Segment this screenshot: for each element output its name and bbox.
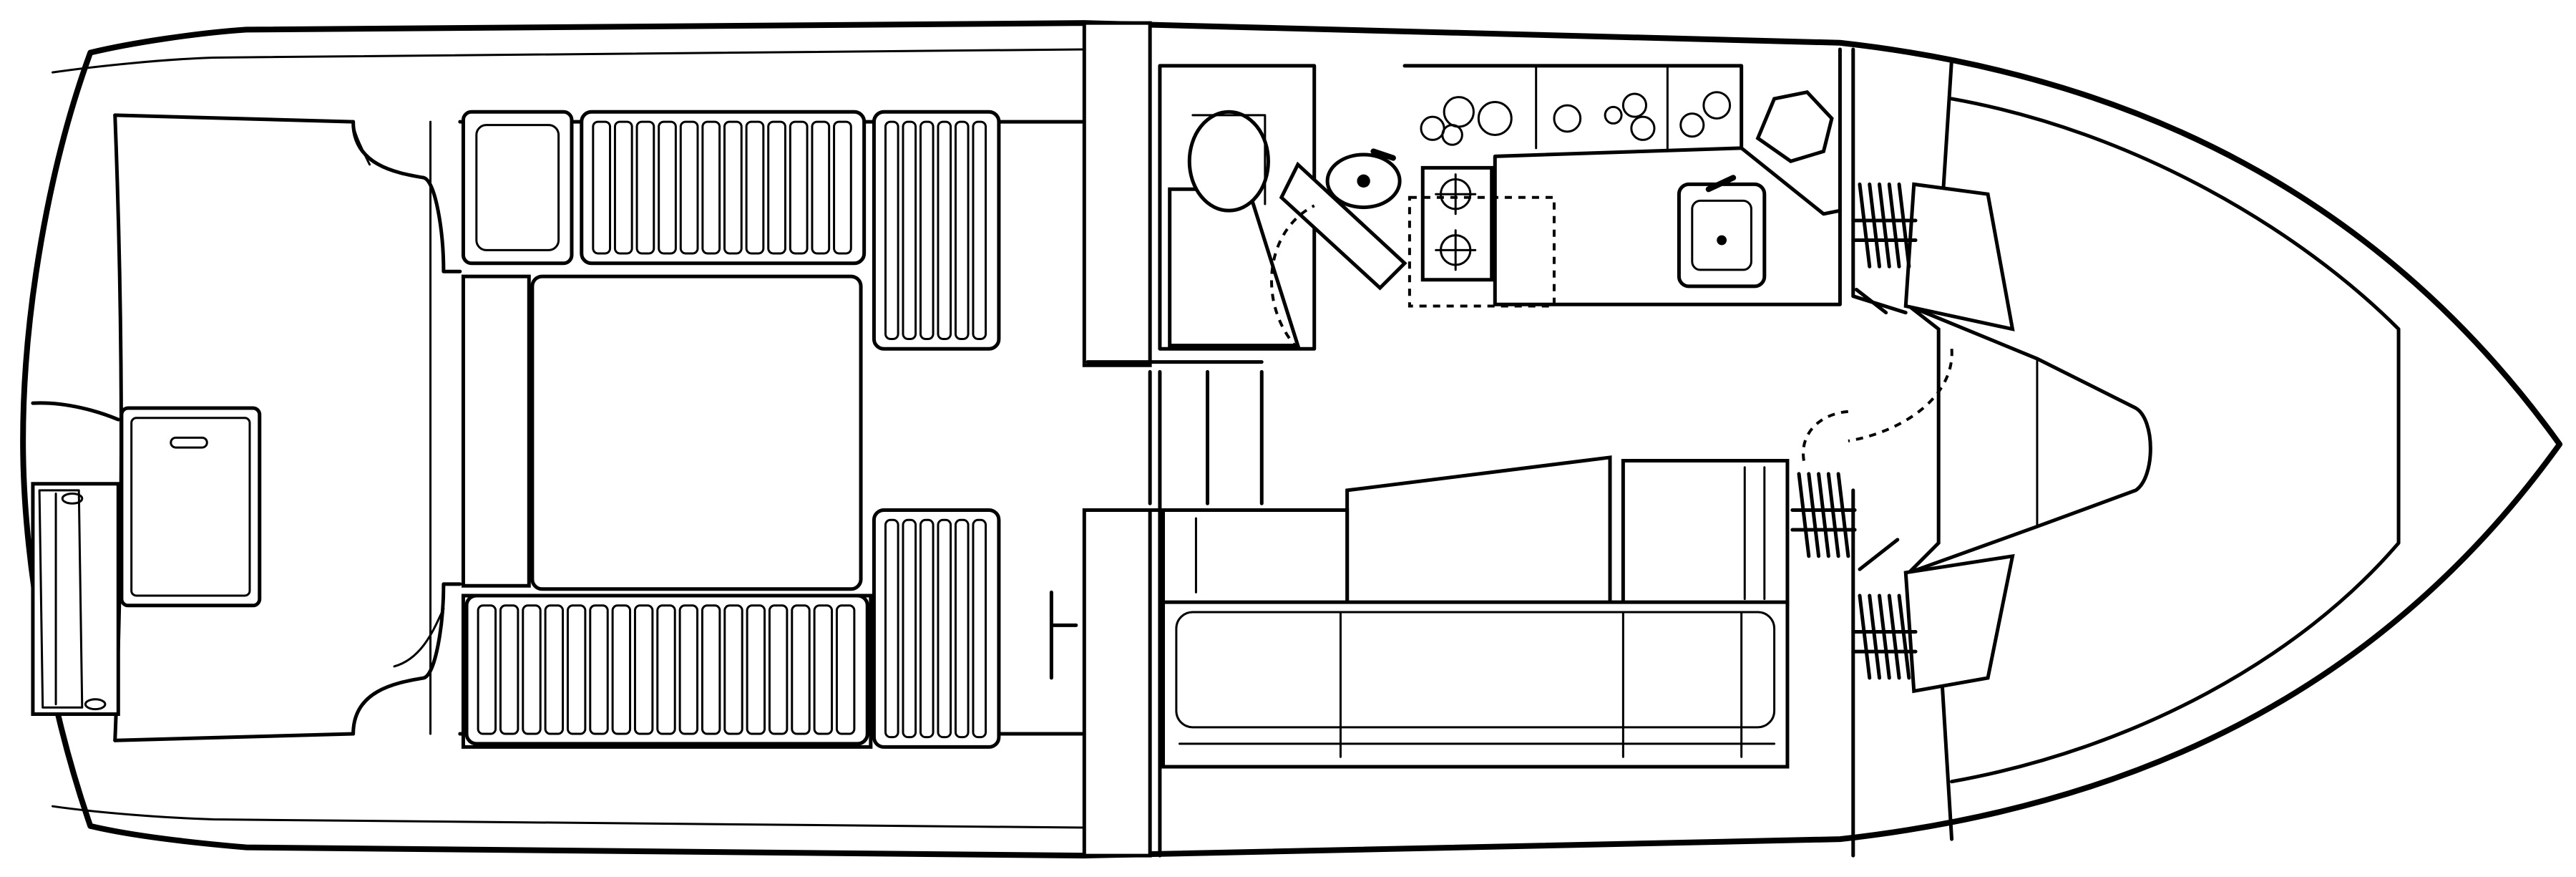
slatted-seat-starboard-side — [874, 510, 998, 747]
cockpit-bench — [463, 276, 529, 586]
seat-slat — [920, 122, 933, 339]
seat-slat — [792, 606, 809, 734]
seat-slat — [703, 122, 720, 253]
v-berth-pillow-port — [1906, 184, 2012, 329]
seat-slat — [790, 122, 807, 253]
seat-slat — [747, 606, 764, 734]
salon-settee — [1163, 602, 1787, 767]
toilet-icon — [1189, 112, 1268, 210]
seat-slat — [545, 606, 562, 734]
galley — [1405, 49, 1840, 306]
cockpit-seat-aft-port — [463, 112, 572, 263]
v-berth-outer — [1952, 99, 2399, 782]
settee-aft-section — [1163, 510, 1347, 605]
seat-slat — [593, 122, 610, 253]
galley-counter-icons — [1421, 92, 1730, 145]
engine-hatch — [122, 408, 260, 606]
main-bulkhead — [1051, 23, 1262, 856]
seat-slat — [903, 520, 916, 737]
seat-slat — [938, 520, 951, 737]
salon-table — [1347, 457, 1610, 612]
slatted-seat-aft-port — [582, 112, 864, 263]
seat-slat — [725, 122, 742, 253]
hanging-locker-port — [1853, 184, 1916, 266]
companionway-steps — [1088, 362, 1262, 510]
seat-slat — [886, 122, 899, 339]
seat-slat — [590, 606, 608, 734]
seat-slat — [702, 606, 719, 734]
slatted-seats — [467, 112, 999, 747]
stove-icon — [1423, 168, 1491, 279]
seat-slat — [903, 122, 916, 339]
slatted-seat-aft-starboard — [467, 596, 867, 744]
forward-cabin — [1803, 49, 2399, 856]
v-berth-pillow-starboard — [1906, 556, 2012, 691]
seat-slat — [658, 606, 675, 734]
seat-slat — [567, 606, 585, 734]
cockpit-table — [532, 276, 861, 589]
head-counter — [1170, 189, 1298, 345]
seat-slat — [812, 122, 829, 253]
aft-starboard-coaming — [353, 584, 460, 734]
seat-slat — [725, 606, 742, 734]
seat-slat — [478, 606, 495, 734]
seat-slat — [938, 122, 951, 339]
salon — [1160, 372, 1787, 856]
seat-slat — [973, 122, 986, 339]
seat-slat — [500, 606, 517, 734]
v-berth-cushion — [1909, 306, 2151, 572]
seat-slat — [955, 122, 968, 339]
hanging-locker-starboard — [1853, 596, 1916, 678]
seat-slat — [680, 122, 698, 253]
hanging-locker-mid — [1792, 474, 1855, 556]
forward-door-swing-1 — [1848, 349, 1952, 441]
settee-forward-section — [1623, 461, 1787, 606]
seat-slat — [615, 122, 632, 253]
seat-slat — [613, 606, 630, 734]
seat-slat — [746, 122, 763, 253]
seat-slat — [834, 122, 852, 253]
transom-locker — [33, 484, 118, 714]
seat-slat — [635, 606, 652, 734]
seat-slat — [814, 606, 831, 734]
seat-slat — [920, 520, 933, 737]
head-door-swing — [1272, 205, 1314, 349]
seat-slat — [659, 122, 676, 253]
aft-port-coaming — [353, 122, 460, 271]
seat-slat — [637, 122, 654, 253]
stove-cover-outline — [1410, 198, 1554, 306]
seat-slat — [973, 520, 986, 737]
head-door — [1282, 165, 1405, 288]
seat-slat — [769, 606, 786, 734]
hanging-lockers — [1792, 184, 1916, 677]
seat-slat — [680, 606, 697, 734]
seat-slat — [523, 606, 540, 734]
door-handle — [1051, 592, 1075, 678]
seat-slat — [886, 520, 899, 737]
slatted-seat-port-side — [874, 112, 998, 349]
galley-fixture-icon — [1758, 92, 1832, 162]
hatch-handle — [171, 437, 208, 447]
hull-outline — [23, 23, 2560, 856]
seat-slat — [769, 122, 786, 253]
seat-slat — [836, 606, 854, 734]
head-compartment — [1160, 66, 1405, 349]
forward-door-swing-2 — [1803, 412, 1853, 461]
seat-slat — [955, 520, 968, 737]
